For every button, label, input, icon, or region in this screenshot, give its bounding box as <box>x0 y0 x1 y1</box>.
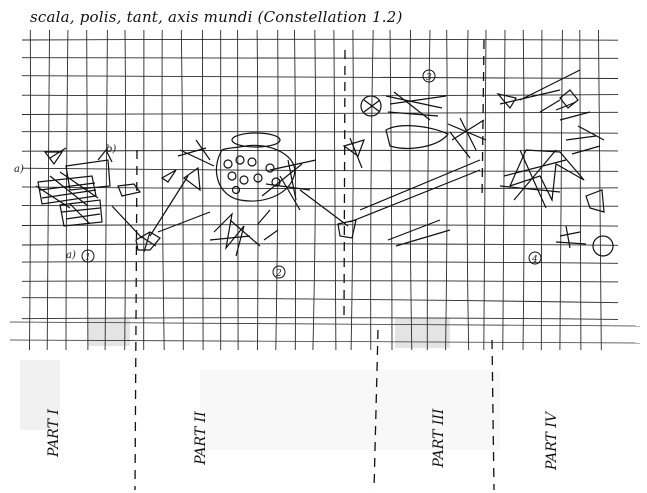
grid-v-line <box>201 29 204 351</box>
grid-v-line <box>350 29 354 351</box>
grid-v-line <box>409 29 413 351</box>
grid-h-line <box>21 94 619 97</box>
grid-h-line <box>21 167 619 172</box>
scribble-cluster-left <box>35 147 211 253</box>
circled-number-1: 1 <box>85 253 91 263</box>
grid-v-line <box>445 29 448 351</box>
grid-v-line <box>522 29 525 351</box>
grid-h-line <box>21 111 619 115</box>
grid-h-line <box>21 261 619 264</box>
grid-h-line <box>21 243 619 246</box>
grid-v-line <box>104 29 108 351</box>
circled-number-3: 3 <box>426 73 432 83</box>
part-label-4: PART IV <box>544 412 560 470</box>
grid-v-line <box>389 29 393 351</box>
label-b: b) <box>106 144 116 155</box>
grid-v-line <box>598 29 602 351</box>
grid-v-line <box>46 29 50 351</box>
grid-h-line <box>21 186 619 190</box>
bleed-through <box>20 318 500 450</box>
grid-vertical-lines <box>29 29 602 351</box>
annotations: a) b) a) 1 2 3 4 <box>14 69 542 279</box>
grid-v-line <box>579 29 582 351</box>
grid-h-line <box>21 131 619 134</box>
scribble-cluster-right <box>342 69 614 257</box>
grid-v-line <box>161 29 165 351</box>
grid-v-line <box>466 29 470 351</box>
grid-v-line <box>124 29 127 351</box>
lower-band <box>9 321 641 344</box>
scribble-cluster-middle <box>177 132 357 257</box>
grid-v-line <box>237 29 239 351</box>
grid-v-line <box>483 29 487 351</box>
grid-v-line <box>312 29 317 351</box>
grid-v-line <box>333 29 337 351</box>
grid-v-line <box>370 29 374 351</box>
grid-v-line <box>559 29 563 351</box>
grid-v-line <box>256 29 259 351</box>
circled-number-2: 2 <box>275 269 282 279</box>
grid-h-line <box>21 38 619 41</box>
grid-v-line <box>29 29 31 351</box>
page-title: scala, polis, tant, axis mundi (Constell… <box>30 8 403 26</box>
grid-v-line <box>294 29 297 351</box>
grid-h-line <box>21 280 619 283</box>
label-a-upper: a) <box>14 164 24 175</box>
grid-v-line <box>540 29 543 351</box>
grid-v-line <box>65 29 69 351</box>
grid-h-line <box>21 224 619 227</box>
grid-h-line <box>21 57 619 59</box>
grid-v-line <box>86 29 89 351</box>
grid-v-line <box>180 29 184 351</box>
grid-h-line <box>21 75 619 79</box>
part-label-3: PART III <box>431 408 447 468</box>
part-label-2: PART II <box>193 411 209 465</box>
grid-h-line <box>21 297 619 304</box>
grid-v-line <box>426 29 431 351</box>
grid-v-line <box>502 29 506 351</box>
grid-h-line <box>21 205 619 207</box>
circled-number-4: 4 <box>531 255 538 265</box>
part-label-1: PART I <box>46 409 62 457</box>
label-a-lower: a) <box>66 250 76 261</box>
grid-v-line <box>275 29 279 351</box>
